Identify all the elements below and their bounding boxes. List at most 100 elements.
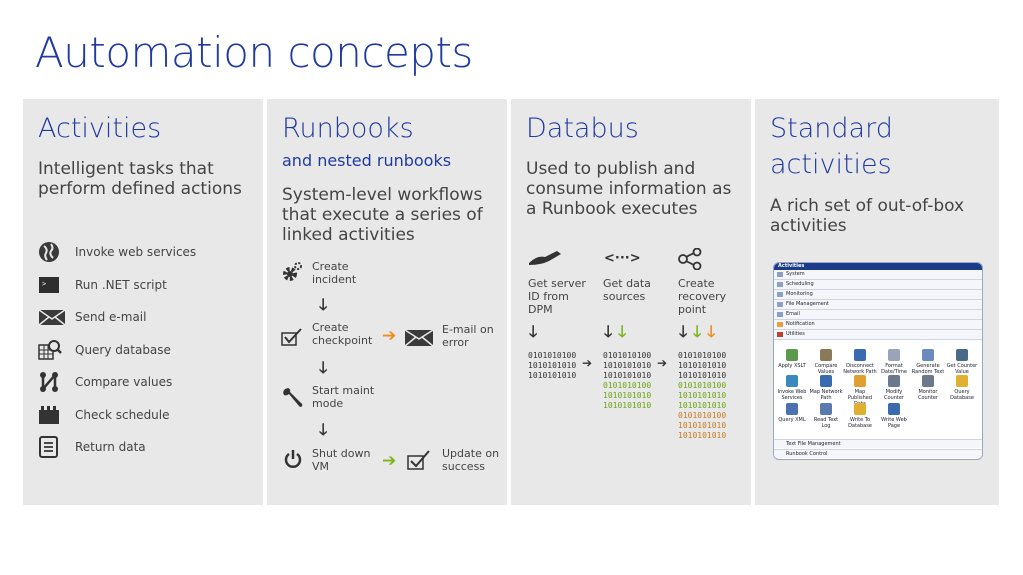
- step-create-incident: Create incident: [312, 260, 357, 286]
- ui-header: Activities: [774, 263, 982, 270]
- activity-item: Compare values: [38, 371, 258, 395]
- ui-grid: Apply XSLT Compare Values Disconnect Net…: [774, 345, 982, 433]
- handshake-icon: [527, 249, 563, 267]
- activity-label: Invoke web services: [75, 245, 197, 259]
- ui-cell: Read Text Log: [809, 403, 843, 429]
- activities-heading: Activities: [38, 113, 162, 144]
- activity-item: Query database: [38, 339, 258, 363]
- arrow-down-icon: 🡓: [707, 322, 716, 341]
- ui-cell: Monitor Counter: [911, 375, 945, 401]
- activity-label: Run .NET script: [75, 278, 167, 292]
- activity-item: Check schedule: [38, 404, 258, 428]
- ui-row: File Management: [774, 300, 982, 310]
- share-icon: [678, 248, 702, 270]
- ui-row: Scheduling: [774, 280, 982, 290]
- compare-icon: [38, 371, 62, 395]
- activity-item: Send e-mail: [38, 306, 258, 330]
- runbooks-nested: and nested runbooks: [282, 151, 452, 170]
- checkbox-icon: [407, 449, 433, 471]
- arrow-down-icon: 🡓: [529, 322, 538, 341]
- terminal-icon: >: [38, 274, 62, 298]
- activities-subtitle: Intelligent tasks that perform defined a…: [38, 159, 242, 199]
- arrow-down-icon: 🡓: [319, 358, 328, 377]
- standard-panel: Standard activities A rich set of out-of…: [755, 99, 999, 505]
- activities-screenshot: Activities System Scheduling Monitoring …: [773, 262, 983, 460]
- slide-title: Automation concepts: [35, 28, 473, 77]
- runbooks-heading: Runbooks: [282, 113, 414, 144]
- databus-col-label: Get server ID from DPM: [528, 277, 586, 316]
- arrow-down-icon: 🡓: [679, 322, 688, 341]
- document-icon: [38, 436, 62, 460]
- ui-row: Notification: [774, 320, 982, 330]
- databus-col-label: Get data sources: [603, 277, 651, 303]
- globe-icon: [38, 241, 62, 265]
- ui-row: Utilities: [774, 330, 982, 340]
- activity-label: Send e-mail: [75, 310, 147, 324]
- arrow-down-icon: 🡓: [693, 322, 702, 341]
- svg-text:>: >: [42, 280, 46, 288]
- standard-heading: Standard activities: [770, 113, 893, 180]
- ui-footer: Text File Management: [774, 439, 982, 448]
- arrow-right-icon: ➔: [657, 356, 668, 370]
- step-start-maint: Start maint mode: [312, 384, 375, 410]
- envelope-icon: [404, 329, 434, 347]
- ui-cell: Modify Counter: [877, 375, 911, 401]
- exchange-icon: <···>: [604, 251, 641, 266]
- ui-cell: Query XML: [775, 403, 809, 423]
- step-update-success: Update on success: [442, 447, 500, 473]
- ui-row: System: [774, 270, 982, 280]
- arrow-down-icon: 🡓: [319, 420, 328, 439]
- step-create-checkpoint: Create checkpoint: [312, 321, 373, 347]
- wrench-icon: [281, 386, 305, 410]
- databus-subtitle: Used to publish and consume information …: [526, 159, 732, 219]
- standard-subtitle: A rich set of out-of-box activities: [770, 196, 965, 236]
- activity-item: Invoke web services: [38, 241, 258, 265]
- databus-panel: Databus Used to publish and consume info…: [511, 99, 751, 505]
- ui-cell: Write To Database: [843, 403, 877, 429]
- arrow-down-icon: 🡓: [604, 322, 613, 341]
- ui-row: Monitoring: [774, 290, 982, 300]
- runbooks-subtitle: System-level workflows that execute a se…: [282, 185, 483, 245]
- activities-panel: Activities Intelligent tasks that perfor…: [23, 99, 263, 505]
- step-email-error: E-mail on error: [442, 323, 494, 349]
- activity-label: Compare values: [75, 375, 173, 389]
- arrow-right-icon: ➔: [382, 326, 397, 346]
- databus-heading: Databus: [526, 113, 639, 144]
- ui-cell: Compare Values: [809, 349, 843, 375]
- step-shutdown: Shut down VM: [312, 447, 371, 473]
- ui-cell: Apply XSLT: [775, 349, 809, 369]
- activity-label: Check schedule: [75, 408, 170, 422]
- activity-item: Return data: [38, 436, 258, 460]
- gear-icon: [281, 261, 303, 283]
- activity-label: Return data: [75, 440, 146, 454]
- ui-cell: Format Date/Time: [877, 349, 911, 375]
- checkbox-icon: [281, 327, 305, 347]
- power-icon: [283, 449, 303, 469]
- calendar-icon: [38, 404, 62, 428]
- ui-cell: Map Network Path: [809, 375, 843, 401]
- ui-cell: Get Counter Value: [945, 349, 979, 375]
- runbooks-panel: Runbooks and nested runbooks System-leve…: [267, 99, 507, 505]
- ui-cell: Query Database: [945, 375, 979, 401]
- envelope-icon: [38, 306, 66, 330]
- arrow-right-icon: ➔: [382, 451, 397, 471]
- arrow-down-icon: 🡓: [618, 322, 627, 341]
- database-search-icon: [38, 339, 62, 363]
- arrow-right-icon: ➔: [582, 356, 593, 370]
- ui-cell: Invoke Web Services: [775, 375, 809, 401]
- activity-label: Query database: [75, 343, 171, 357]
- ui-row: Email: [774, 310, 982, 320]
- ui-cell: Generate Random Text: [911, 349, 945, 375]
- ui-cell: Write Web Page: [877, 403, 911, 429]
- databus-col-label: Create recovery point: [678, 277, 727, 316]
- ui-cell: Disconnect Network Path: [843, 349, 877, 375]
- ui-footer: Runbook Control: [774, 449, 982, 458]
- activity-item: > Run .NET script: [38, 274, 258, 298]
- arrow-down-icon: 🡓: [319, 295, 328, 314]
